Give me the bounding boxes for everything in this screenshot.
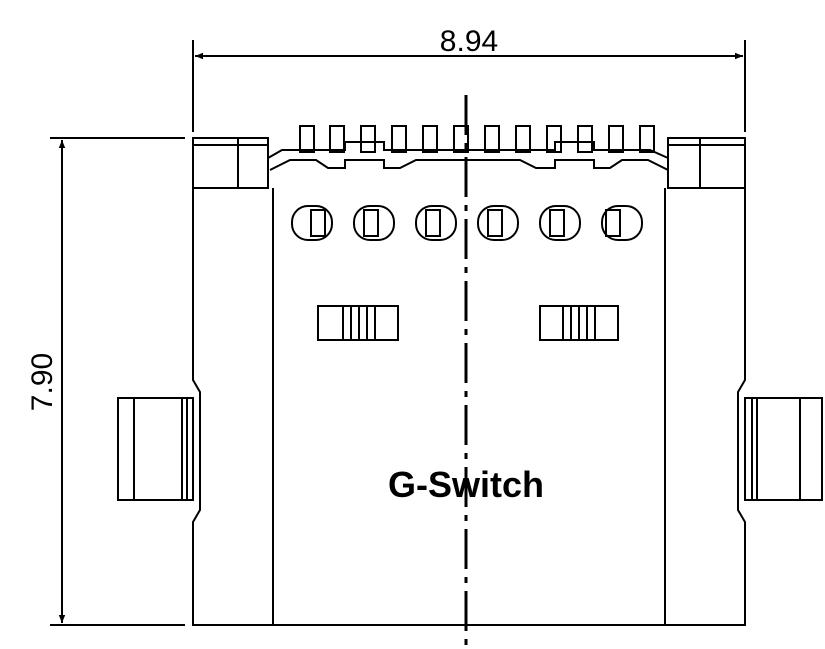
extension-lines — [50, 40, 746, 626]
left-spring-window — [317, 305, 399, 341]
top-shell-profile — [267, 141, 669, 171]
part-label: G-Switch — [388, 464, 544, 505]
left-corner-block — [192, 137, 269, 189]
slot-openings — [291, 205, 643, 241]
right-corner-block — [667, 137, 746, 189]
left-side-tab — [117, 397, 194, 501]
top-pins — [299, 125, 655, 153]
height-dimension-label: 7.90 — [26, 353, 59, 411]
width-dimension-label: 8.94 — [440, 25, 498, 58]
right-side-tab — [744, 397, 823, 501]
connector-body — [192, 138, 746, 626]
right-spring-window — [539, 305, 619, 341]
